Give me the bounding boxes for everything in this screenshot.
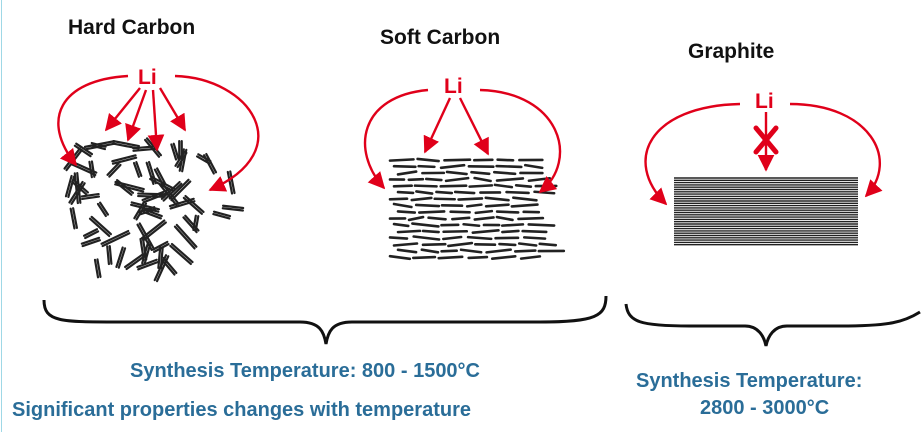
- hard-carbon-title: Hard Carbon: [68, 16, 196, 39]
- right-curly-brace: [624, 303, 921, 347]
- left-temperature-caption: Synthesis Temperature: 800 - 1500°C: [130, 360, 480, 382]
- graphite-structure: [674, 177, 858, 246]
- hard-carbon-structure: [63, 137, 245, 283]
- graphite-title: Graphite: [688, 40, 775, 63]
- hard-carbon-li-label: Li: [138, 66, 157, 89]
- left-note-caption: Significant properties changes with temp…: [12, 399, 471, 421]
- soft-carbon-title: Soft Carbon: [380, 26, 501, 49]
- hard-carbon-arrows: [57, 74, 260, 192]
- left-curly-brace: [42, 295, 608, 345]
- right-temperature-heading: Synthesis Temperature:: [636, 370, 863, 392]
- blocked-x-icon: [753, 125, 779, 155]
- soft-carbon-structure: [388, 157, 566, 261]
- graphite-li-label: Li: [755, 90, 774, 113]
- right-temperature-value: 2800 - 3000°C: [700, 397, 830, 419]
- soft-carbon-li-label: Li: [444, 75, 463, 98]
- soft-carbon-arrows: [363, 88, 562, 194]
- left-border-rule: [1, 0, 2, 432]
